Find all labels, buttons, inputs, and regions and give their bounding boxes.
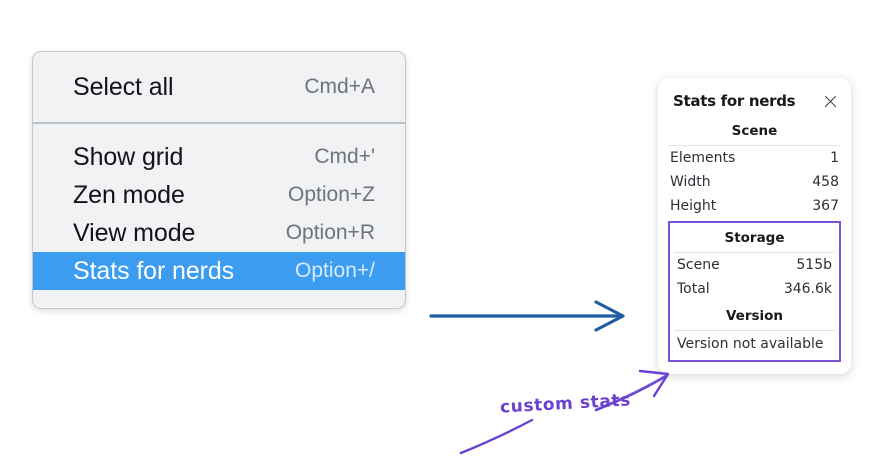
stat-label: Elements <box>670 150 736 166</box>
menu-item-shortcut: Option+/ <box>295 259 375 282</box>
divider <box>674 330 835 331</box>
menu-group-primary: Select all Cmd+A <box>33 52 405 124</box>
stat-row-storage-scene: Scene 515b <box>670 253 839 277</box>
stat-value: 458 <box>812 174 839 190</box>
stat-value: 515b <box>796 257 832 273</box>
stat-row-height: Height 367 <box>658 194 851 218</box>
menu-item-shortcut: Option+Z <box>288 183 375 206</box>
menu-item-label: Show grid <box>73 142 184 171</box>
menu-item-zen-mode[interactable]: Zen mode Option+Z <box>33 176 405 214</box>
divider <box>674 252 835 253</box>
stats-panel-title: Stats for nerds <box>673 92 796 110</box>
stat-label: Scene <box>677 257 720 273</box>
stat-row-storage-total: Total 346.6k <box>670 277 839 301</box>
menu-item-select-all[interactable]: Select all Cmd+A <box>33 68 405 106</box>
menu-item-view-mode[interactable]: View mode Option+R <box>33 214 405 252</box>
menu-item-stats-for-nerds[interactable]: Stats for nerds Option+/ <box>33 252 405 290</box>
context-menu[interactable]: Select all Cmd+A Show grid Cmd+' Zen mod… <box>32 51 406 309</box>
callout-underline-icon <box>459 418 534 455</box>
menu-item-shortcut: Cmd+' <box>314 145 375 168</box>
menu-group-view: Show grid Cmd+' Zen mode Option+Z View m… <box>33 124 405 290</box>
close-icon[interactable] <box>822 93 839 110</box>
stat-label: Width <box>670 174 711 190</box>
menu-item-label: Select all <box>73 72 174 101</box>
stat-value: 346.6k <box>783 281 832 297</box>
stat-label: Total <box>677 281 710 297</box>
menu-item-label: View mode <box>73 218 196 247</box>
section-heading-version: Version <box>725 308 784 324</box>
menu-item-label: Zen mode <box>73 180 185 209</box>
callout-label: custom stats <box>499 390 632 418</box>
custom-stats-highlight-box: Storage Scene 515b Total 346.6k Version … <box>668 221 841 362</box>
stat-row-elements: Elements 1 <box>658 146 851 170</box>
menu-item-shortcut: Option+R <box>285 221 375 244</box>
version-note: Version not available <box>677 336 824 352</box>
flow-arrow-icon <box>429 300 625 332</box>
divider <box>668 145 841 146</box>
section-heading-storage: Storage <box>724 230 785 246</box>
stats-panel-header: Stats for nerds <box>658 88 851 114</box>
menu-item-shortcut: Cmd+A <box>304 75 375 98</box>
stat-row-width: Width 458 <box>658 170 851 194</box>
stat-label: Height <box>670 198 717 214</box>
menu-item-label: Stats for nerds <box>73 256 235 285</box>
stat-value: 367 <box>812 198 839 214</box>
section-heading-scene: Scene <box>731 123 778 139</box>
stat-value: 1 <box>830 150 839 166</box>
menu-item-show-grid[interactable]: Show grid Cmd+' <box>33 138 405 176</box>
stats-for-nerds-panel: Stats for nerds Scene Elements 1 Width 4… <box>658 78 851 374</box>
